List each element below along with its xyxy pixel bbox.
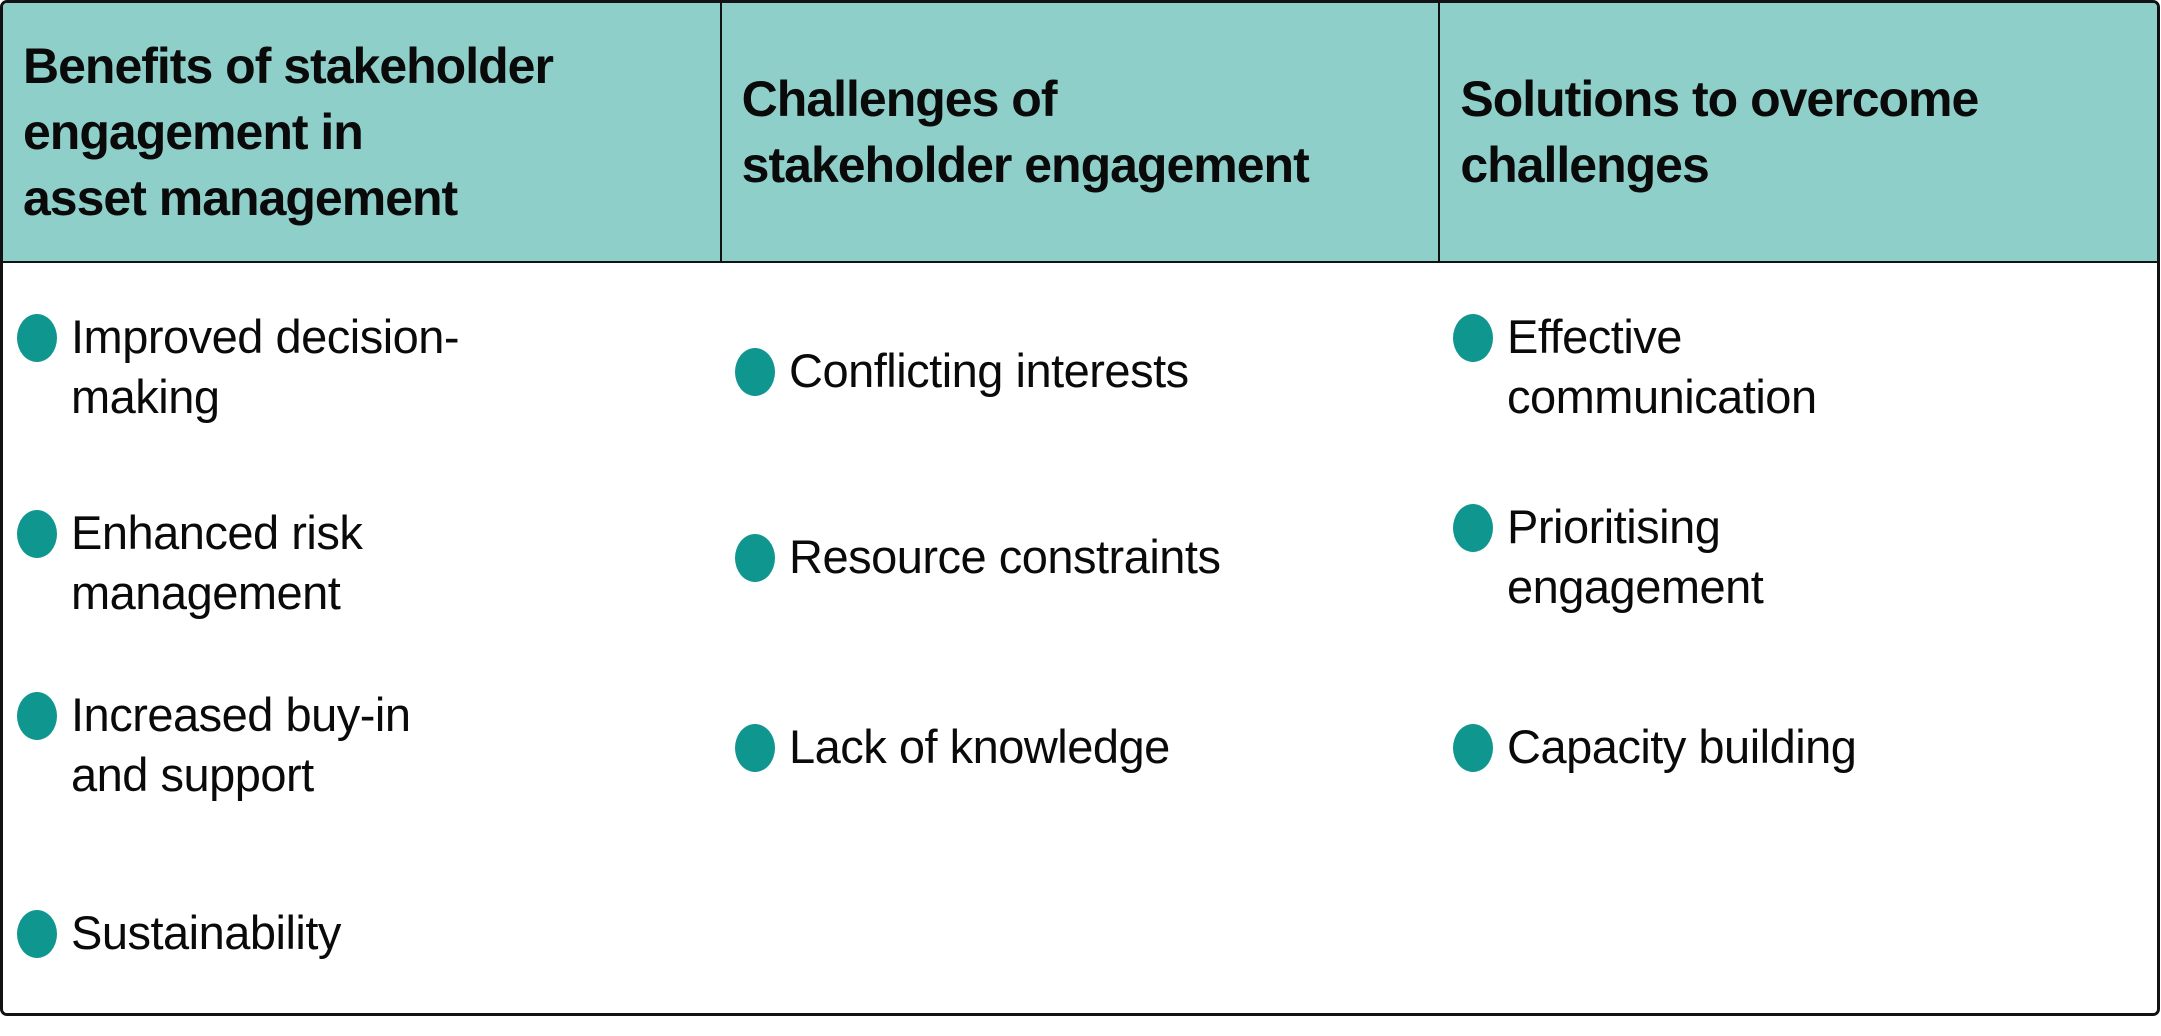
list-item-label: Conflicting interests bbox=[789, 344, 1189, 397]
list-item: Conflicting interests bbox=[735, 341, 1429, 401]
list-item: Prioritising engagement bbox=[1453, 497, 2147, 617]
list-item-label: Improved decision- making bbox=[71, 310, 460, 423]
header-cell-challenges: Challenges of stakeholder engagement bbox=[719, 3, 1439, 261]
bullet-icon bbox=[735, 348, 775, 396]
table-header-row: Benefits of stakeholder engagement in as… bbox=[3, 3, 2157, 263]
benefits-list: Improved decision- making Enhanced risk … bbox=[3, 263, 721, 963]
challenges-column: Conflicting interests Resource constrain… bbox=[721, 263, 1439, 1013]
list-item: Effective communication bbox=[1453, 307, 2147, 427]
bullet-icon bbox=[735, 534, 775, 582]
bullet-icon bbox=[735, 724, 775, 772]
challenges-header-title: Challenges of stakeholder engagement bbox=[741, 71, 1310, 193]
list-item: Resource constraints bbox=[735, 527, 1429, 587]
list-item: Capacity building bbox=[1453, 717, 2147, 777]
list-item-label: Enhanced risk management bbox=[71, 506, 363, 619]
solutions-header-title: Solutions to overcome challenges bbox=[1460, 71, 1979, 193]
bullet-icon bbox=[1453, 504, 1493, 552]
header-cell-solutions: Solutions to overcome challenges bbox=[1438, 3, 2157, 261]
bullet-icon bbox=[17, 692, 57, 740]
list-item: Enhanced risk management bbox=[17, 503, 711, 623]
bullet-icon bbox=[1453, 314, 1493, 362]
bullet-icon bbox=[1453, 724, 1493, 772]
benefits-header-title: Benefits of stakeholder engagement in as… bbox=[23, 38, 554, 226]
list-item: Increased buy-in and support bbox=[17, 685, 711, 805]
bullet-icon bbox=[17, 910, 57, 958]
table-body-row: Improved decision- making Enhanced risk … bbox=[3, 263, 2157, 1013]
list-item: Sustainability bbox=[17, 903, 711, 963]
list-item: Improved decision- making bbox=[17, 307, 711, 427]
list-item-label: Resource constraints bbox=[789, 530, 1221, 583]
challenges-list: Conflicting interests Resource constrain… bbox=[721, 263, 1439, 777]
list-item: Lack of knowledge bbox=[735, 717, 1429, 777]
bullet-icon bbox=[17, 510, 57, 558]
bullet-icon bbox=[17, 314, 57, 362]
list-item-label: Effective communication bbox=[1507, 310, 1817, 423]
list-item-label: Lack of knowledge bbox=[789, 720, 1170, 773]
solutions-list: Effective communication Prioritising eng… bbox=[1439, 263, 2157, 777]
list-item-label: Sustainability bbox=[71, 906, 341, 959]
list-item-label: Capacity building bbox=[1507, 720, 1857, 773]
list-item-label: Prioritising engagement bbox=[1507, 500, 1764, 613]
benefits-column: Improved decision- making Enhanced risk … bbox=[3, 263, 721, 1013]
list-item-label: Increased buy-in and support bbox=[71, 688, 411, 801]
header-cell-benefits: Benefits of stakeholder engagement in as… bbox=[3, 3, 720, 261]
solutions-column: Effective communication Prioritising eng… bbox=[1439, 263, 2157, 1013]
